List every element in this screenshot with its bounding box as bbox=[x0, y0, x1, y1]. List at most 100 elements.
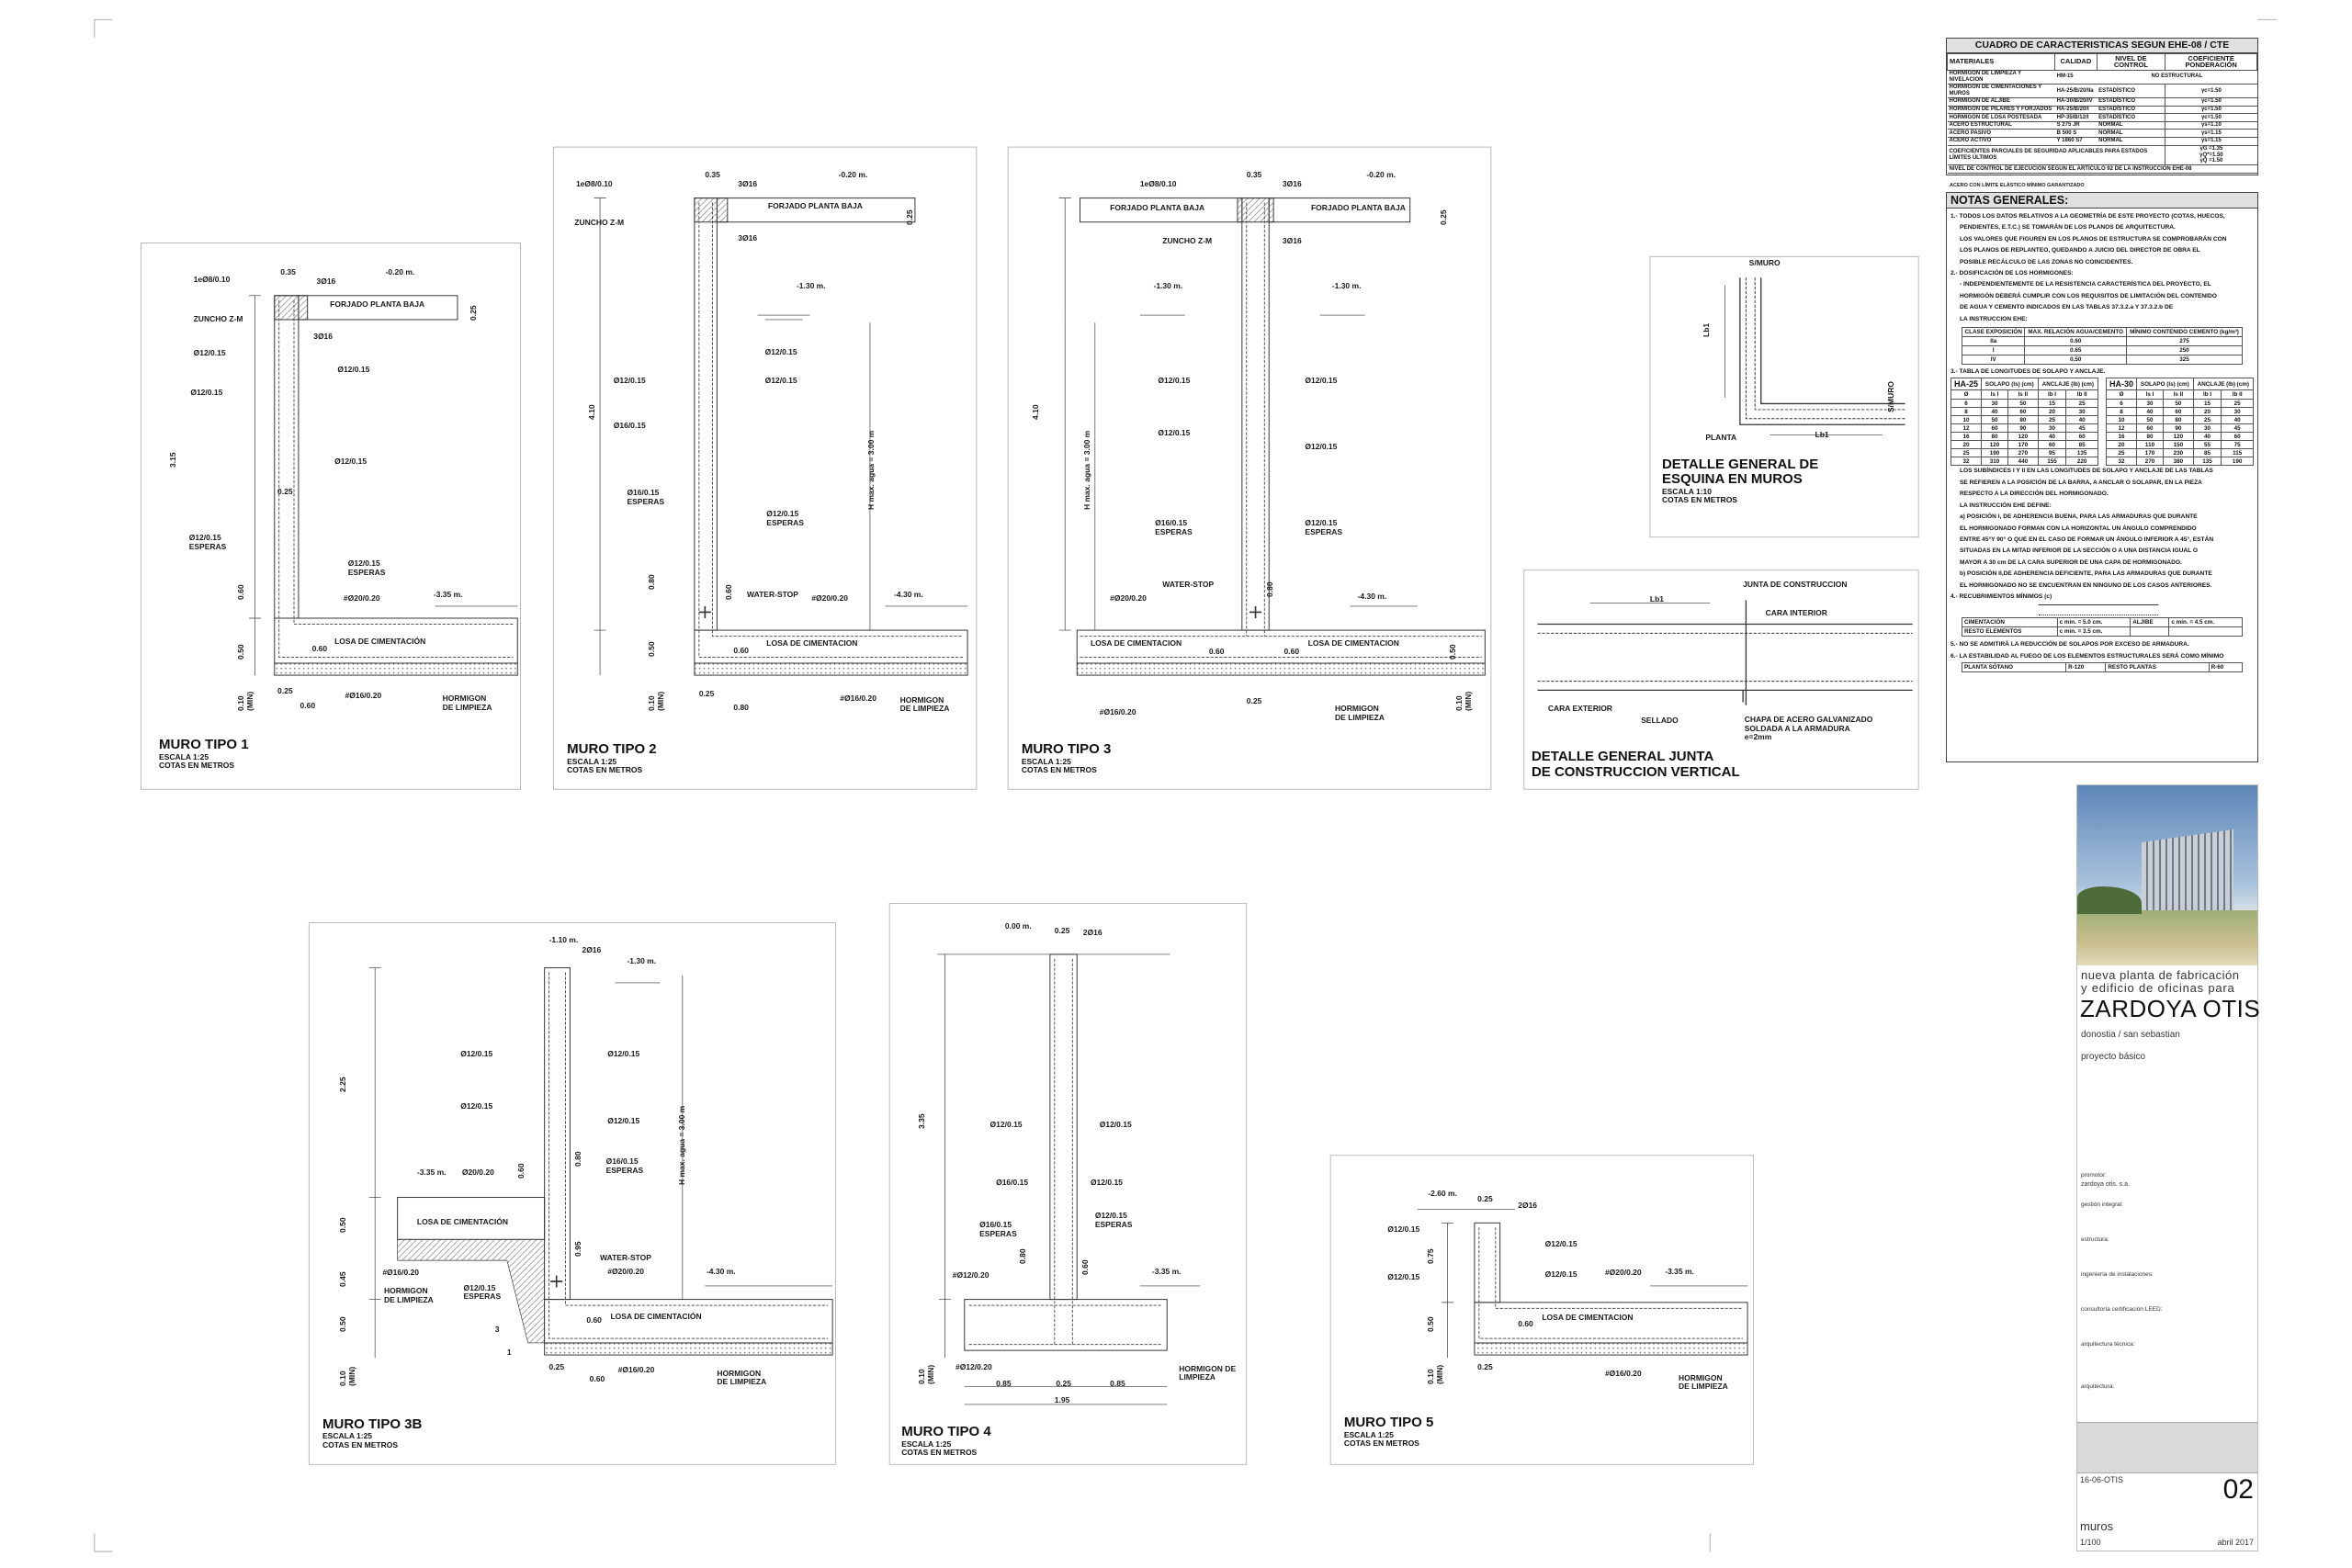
drawing-annotation: Ø12/0.15 bbox=[764, 375, 797, 385]
drawing-annotation: 1eØ8/0.10 bbox=[1139, 178, 1177, 188]
table-cell: 440 bbox=[2007, 457, 2039, 467]
table-cell: 30 bbox=[1981, 399, 2008, 409]
safety-value: γQ*=1.50 bbox=[2199, 152, 2223, 158]
table-cell: 40 bbox=[2136, 407, 2164, 417]
drawing-annotation: Ø16/0.15 ESPERAS bbox=[627, 488, 665, 506]
drawing-annotation: 0.25 bbox=[905, 209, 915, 225]
table-cell: 20 bbox=[1950, 440, 1983, 450]
table-cell: 75 bbox=[2221, 440, 2254, 450]
drawing-annotation: 0.50 bbox=[235, 644, 245, 660]
drawing-annotation: -2.60 m. bbox=[1428, 1188, 1457, 1198]
drawing-annotation: 0.25 bbox=[548, 1362, 565, 1372]
table-cell: 30 bbox=[2065, 407, 2098, 417]
note-6: 6.- LA ESTABILIDAD AL FUEGO DE LOS ELEME… bbox=[1951, 652, 2224, 660]
drawing-annotation: 0.60 bbox=[516, 1163, 526, 1179]
client-name: ZARDOYA OTIS bbox=[2080, 995, 2261, 1022]
drawing-annotation: LOSA DE CIMENTACIÓN bbox=[416, 1216, 509, 1226]
sheet-date: abril 2017 bbox=[2217, 1538, 2254, 1547]
drawing-annotation: #Ø20/0.20 bbox=[811, 592, 848, 603]
table-cell: ls II bbox=[2007, 389, 2039, 400]
arq-tecnica-label: arquitectura técnica: bbox=[2081, 1341, 2135, 1348]
drawing-annotation: Ø12/0.15 bbox=[1544, 1269, 1577, 1279]
drawing-annotation: 0.50 bbox=[647, 641, 657, 658]
drawing-annotation: ZUNCHO Z-M bbox=[574, 218, 625, 228]
drawing-annotation: Ø12/0.15 ESPERAS bbox=[188, 533, 227, 551]
table-cell: 10 bbox=[2105, 415, 2138, 425]
drawing-annotation: 1eØ8/0.10 bbox=[193, 275, 231, 285]
location: donostia / san sebastian bbox=[2081, 1030, 2180, 1040]
drawing-annotation: Lb1 bbox=[1649, 594, 1665, 604]
table-cell: 25 bbox=[2105, 448, 2138, 458]
drawing-annotation: Ø12/0.15 bbox=[989, 1119, 1023, 1129]
drawing-annotation: -3.35 m. bbox=[1151, 1266, 1182, 1276]
drawing-annotation: 0.50 bbox=[337, 1217, 347, 1234]
sheet-number: 02 bbox=[2222, 1474, 2254, 1505]
note-line: HORMIGÓN DEBERÁ CUMPLIR CON LOS REQUISIT… bbox=[1960, 292, 2217, 299]
table-cell: NORMAL bbox=[2097, 136, 2165, 146]
steel-footnote: ACERO CON LÍMITE ELÁSTICO MÍNIMO GARANTI… bbox=[1950, 183, 2085, 188]
drawing-annotation: 0.35 bbox=[1246, 170, 1262, 180]
table-cell: MÍNIMO CONTENIDO CEMENTO (kg/m³) bbox=[2125, 327, 2244, 338]
table-cell: c min. = 5.0 cm. bbox=[2056, 617, 2132, 628]
table-cell: HA-30 bbox=[2105, 378, 2138, 391]
table-cell: 50 bbox=[1981, 415, 2008, 425]
note-3: 3.- TABLA DE LONGITUDES DE SOLAPO Y ANCL… bbox=[1951, 368, 2106, 376]
drawing-annotation: WATER-STOP bbox=[600, 1252, 651, 1262]
table-cell: PLANTA SÓTANO bbox=[1961, 662, 2067, 673]
drawing-annotation: 3 bbox=[494, 1325, 500, 1335]
detail-name: DETALLE GENERAL DE ESQUINA EN MUROS bbox=[1661, 456, 1819, 488]
note-line: 2.- DOSIFICACIÓN DE LOS HORMIGONES: bbox=[1951, 270, 2074, 277]
drawing-annotation: #Ø20/0.20 bbox=[1110, 592, 1147, 603]
safety-value: γG =1.35 bbox=[2199, 146, 2223, 152]
table-cell: NIVEL DE CONTROL DE EJECUCION SEGUN EL A… bbox=[1947, 164, 2257, 174]
drawing-annotation: 1.95 bbox=[1054, 1395, 1070, 1404]
table-cell: 230 bbox=[2163, 448, 2194, 458]
drawing-annotation: 0.95 bbox=[573, 1241, 583, 1258]
table-cell: 0.60 bbox=[2024, 336, 2127, 347]
table-cell: S 275 JR bbox=[2054, 120, 2098, 130]
promotor-label: promotor: bbox=[2081, 1172, 2107, 1179]
arquitectura-label: arquitectura: bbox=[2081, 1383, 2115, 1390]
drawing-annotation: 0.80 bbox=[647, 574, 657, 590]
table-cell: 380 bbox=[2163, 457, 2194, 467]
table-cell: 90 bbox=[2163, 423, 2194, 434]
drawing-annotation: 0.60 bbox=[586, 1315, 602, 1325]
table-cell: HM-15 bbox=[2054, 69, 2098, 85]
detail-name: MURO TIPO 4 bbox=[901, 1424, 991, 1440]
table-cell: RESTO PLANTAS bbox=[2105, 662, 2210, 673]
drawing-annotation: -1.30 m. bbox=[1331, 280, 1362, 290]
table-cell: 50 bbox=[2007, 399, 2039, 409]
project-rendering bbox=[2077, 785, 2257, 965]
table-cell: 135 bbox=[2065, 448, 2098, 458]
drawing-annotation: Ø12/0.15 bbox=[1387, 1272, 1420, 1282]
drawing-annotation: #Ø16/0.20 bbox=[840, 693, 876, 703]
table-cell: γc=1.50 bbox=[2165, 113, 2257, 122]
table-cell: γc=1.50 bbox=[2165, 105, 2257, 115]
project-phase: proyecto básico bbox=[2081, 1052, 2146, 1062]
table-cell: 6 bbox=[2105, 399, 2138, 409]
table-cell: IV bbox=[1961, 355, 2026, 366]
table-cell: c min. = 4.5 cm. bbox=[2168, 617, 2243, 628]
drawing-annotation: -3.35 m. bbox=[1665, 1266, 1694, 1276]
table-cell: 15 bbox=[2037, 399, 2067, 409]
detail-scale: ESCALA 1:25 bbox=[1343, 1429, 1394, 1439]
table-cell: 8 bbox=[1950, 407, 1983, 417]
note-line: RESPECTO A LA DIRECCIÓN DEL HORMIGONADO. bbox=[1960, 491, 2109, 498]
detail-units: COTAS EN METROS bbox=[1661, 495, 1737, 505]
cover-diagram bbox=[2039, 604, 2158, 616]
drawing-annotation: 0.25 bbox=[277, 685, 293, 695]
drawing-annotation: 0.80 bbox=[733, 702, 749, 712]
drawing-annotation: HORMIGON DE LIMPIEZA bbox=[1678, 1372, 1728, 1392]
drawing-annotation: 0.60 bbox=[1518, 1318, 1533, 1328]
table-cell: HP-35/B/12/I bbox=[2054, 113, 2098, 122]
drawing-annotation: 3Ø16 bbox=[738, 232, 758, 243]
